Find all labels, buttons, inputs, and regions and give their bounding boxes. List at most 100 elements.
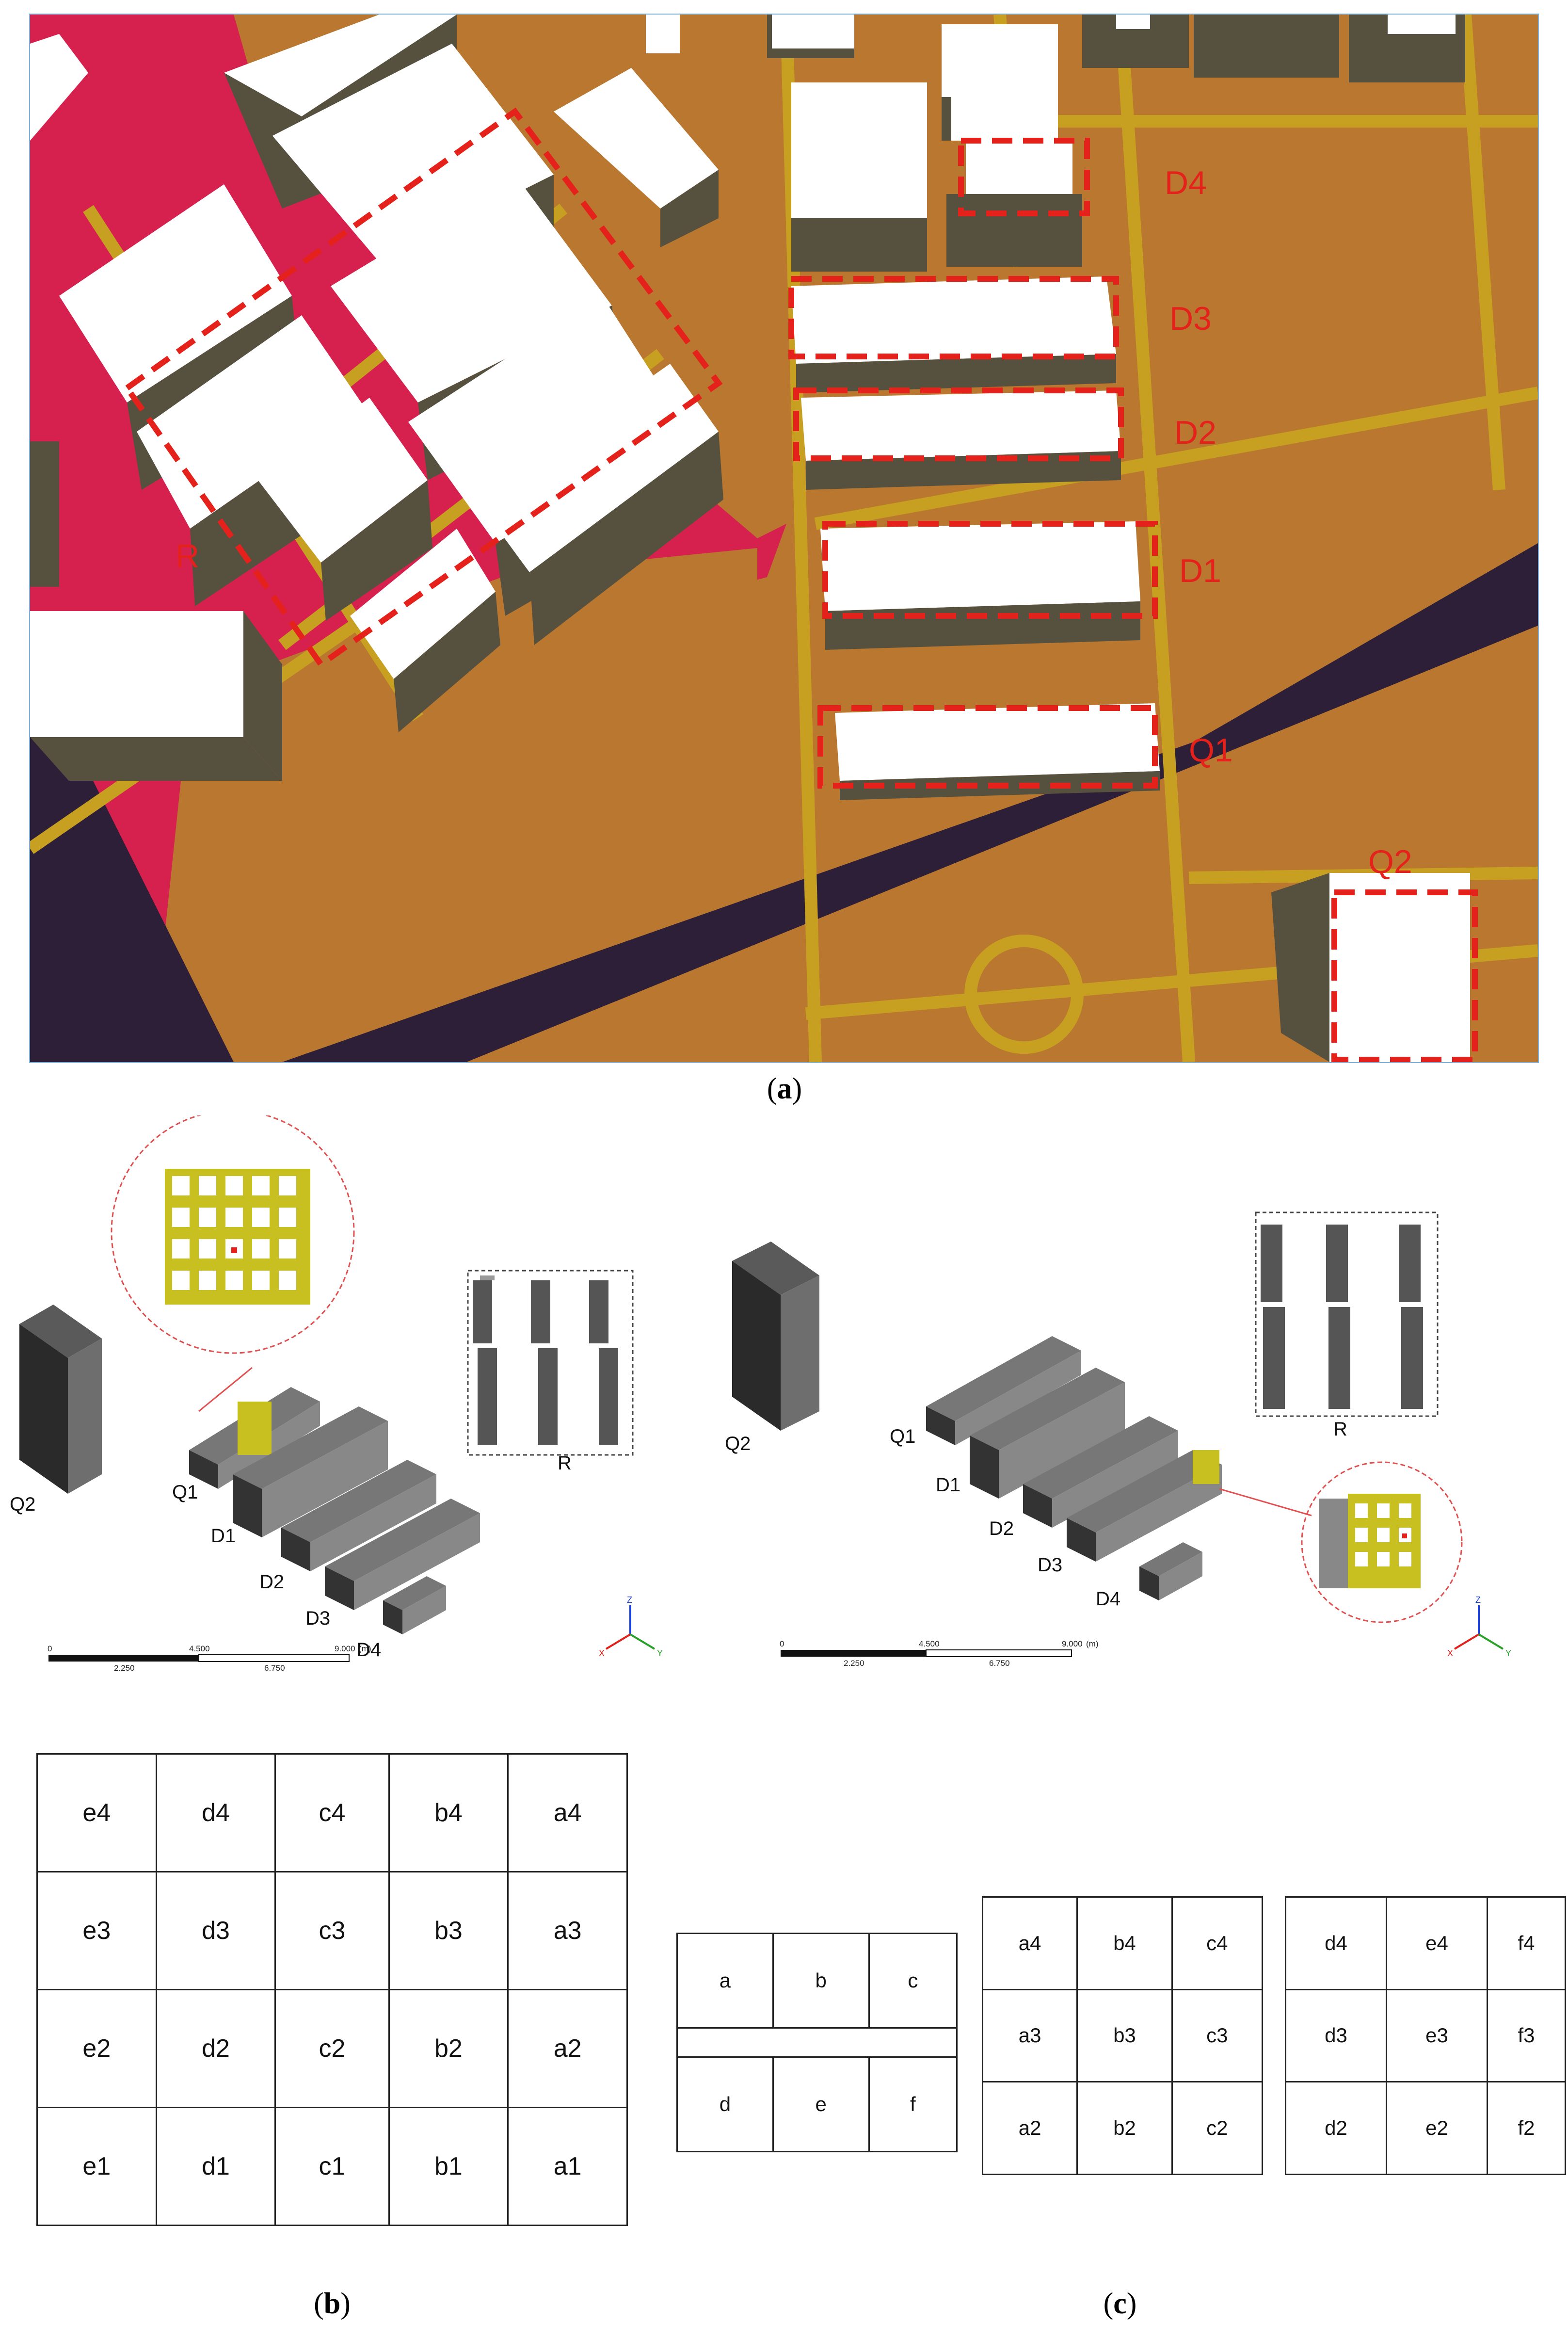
svg-text:4.500: 4.500 bbox=[189, 1644, 210, 1653]
r-group-box bbox=[1255, 1211, 1439, 1417]
zoom-leader bbox=[198, 1367, 253, 1412]
svg-text:2.250: 2.250 bbox=[114, 1663, 135, 1673]
grid-cell: e4 bbox=[36, 1753, 157, 1872]
grid-cell: a4 bbox=[981, 1896, 1078, 1990]
block-q2 bbox=[732, 1242, 819, 1431]
grid-cell: c3 bbox=[1171, 1988, 1264, 2083]
scale-bar: 0 4.500 9.000 (m) 2.250 6.750 bbox=[780, 1639, 1098, 1668]
grid-cell: f3 bbox=[1487, 1988, 1566, 2083]
r-group-blocks bbox=[1261, 1225, 1423, 1409]
grid-cell: b3 bbox=[1076, 1988, 1173, 2083]
label-q1: Q1 bbox=[890, 1426, 915, 1447]
grid-cell: e3 bbox=[36, 1871, 157, 1990]
grid-cell: b4 bbox=[388, 1753, 509, 1872]
buildings-d-cluster bbox=[646, 15, 1470, 1062]
key-cell: c bbox=[868, 1933, 958, 2029]
caption-c: (c) bbox=[1103, 2287, 1137, 2320]
grid-cell: c2 bbox=[1171, 2081, 1264, 2175]
key-cell: f bbox=[868, 2056, 958, 2152]
label-r: R bbox=[176, 538, 199, 575]
label-d2: D2 bbox=[1174, 414, 1216, 451]
grid-cell: c4 bbox=[274, 1753, 390, 1872]
svg-text:Y: Y bbox=[657, 1648, 663, 1658]
grid-cell: b2 bbox=[388, 1989, 509, 2108]
grid-cell: a3 bbox=[507, 1871, 628, 1990]
panel-a-aerial-view: D4 D3 D2 D1 Q1 Q2 R bbox=[30, 15, 1538, 1062]
caption-b: (b) bbox=[314, 2287, 351, 2320]
panel-b-model-left: Q2 Q1 D1 D2 D3 D4 R bbox=[10, 1115, 663, 1673]
axis-triad: Z X Y bbox=[599, 1595, 663, 1658]
label-d2: D2 bbox=[989, 1518, 1014, 1539]
label-d2: D2 bbox=[259, 1571, 284, 1593]
svg-text:Z: Z bbox=[627, 1595, 632, 1605]
svg-text:0: 0 bbox=[780, 1639, 784, 1648]
label-d3: D3 bbox=[1038, 1554, 1062, 1576]
grid-cell: b1 bbox=[388, 2107, 509, 2226]
block-d3 bbox=[325, 1499, 480, 1610]
block-d1 bbox=[233, 1406, 388, 1537]
block-d2 bbox=[1023, 1416, 1178, 1528]
label-r: R bbox=[558, 1452, 572, 1474]
svg-text:6.750: 6.750 bbox=[264, 1663, 285, 1673]
grid-cell: b2 bbox=[1076, 2081, 1173, 2175]
highlight-d1 bbox=[822, 521, 1158, 619]
label-r: R bbox=[1333, 1419, 1347, 1440]
key-cell: d bbox=[676, 2056, 774, 2152]
grid-cell: e4 bbox=[1386, 1896, 1488, 1990]
label-d4: D4 bbox=[1165, 164, 1207, 201]
panel-c-model-right: Q2 Q1 D1 D2 D3 D4 R bbox=[725, 1211, 1511, 1668]
facade-grid bbox=[165, 1169, 310, 1305]
scale-bar: 0 4.500 9.000 (m) 2.250 6.750 bbox=[48, 1644, 371, 1673]
svg-text:4.500: 4.500 bbox=[919, 1639, 940, 1648]
highway-left bbox=[30, 703, 234, 1062]
svg-text:Y: Y bbox=[1505, 1648, 1511, 1658]
caption-a: (a) bbox=[767, 1072, 802, 1105]
block-d3 bbox=[1067, 1450, 1222, 1562]
highlight-q1 bbox=[817, 705, 1158, 789]
block-q1 bbox=[926, 1336, 1081, 1445]
label-d1: D1 bbox=[211, 1525, 236, 1547]
grid-cell: d3 bbox=[155, 1871, 276, 1990]
block-q1 bbox=[189, 1387, 320, 1489]
grid-cell: a4 bbox=[507, 1753, 628, 1872]
block-d4 bbox=[383, 1576, 446, 1634]
grid-cell: c4 bbox=[1171, 1896, 1264, 1990]
svg-text:(m): (m) bbox=[359, 1644, 371, 1653]
svg-text:9.000: 9.000 bbox=[335, 1644, 355, 1653]
block-d4 bbox=[1139, 1542, 1202, 1600]
roundabout bbox=[964, 935, 1084, 1054]
label-d3: D3 bbox=[305, 1608, 330, 1629]
grid-cell: e2 bbox=[36, 1989, 157, 2108]
grid-cell: d2 bbox=[1285, 2081, 1387, 2175]
grid-cell: c3 bbox=[274, 1871, 390, 1990]
block-d1 bbox=[970, 1368, 1125, 1499]
svg-text:X: X bbox=[1447, 1648, 1453, 1658]
grid-cell: a3 bbox=[981, 1988, 1078, 2083]
svg-text:X: X bbox=[599, 1648, 605, 1658]
svg-text:2.250: 2.250 bbox=[844, 1659, 864, 1668]
grid-cell: a2 bbox=[981, 2081, 1078, 2175]
grid-cell: b3 bbox=[388, 1871, 509, 1990]
label-q1: Q1 bbox=[172, 1482, 198, 1503]
key-cell: a bbox=[676, 1933, 774, 2029]
grid-cell: d2 bbox=[155, 1989, 276, 2108]
label-d1: D1 bbox=[1179, 552, 1221, 589]
grid-cell: b4 bbox=[1076, 1896, 1173, 1990]
label-q2: Q2 bbox=[1368, 843, 1412, 880]
grid-cell: e1 bbox=[36, 2107, 157, 2226]
grid-cell: d3 bbox=[1285, 1988, 1387, 2083]
highlight-boxes bbox=[123, 107, 1478, 1062]
svg-text:0: 0 bbox=[48, 1644, 52, 1653]
zoom-leader bbox=[1219, 1488, 1312, 1517]
key-cell: e bbox=[772, 2056, 870, 2152]
label-q2: Q2 bbox=[10, 1494, 35, 1515]
grid-cell: f2 bbox=[1487, 2081, 1566, 2175]
label-q1: Q1 bbox=[1189, 732, 1233, 769]
block-d2 bbox=[281, 1460, 436, 1571]
grid-cell: a2 bbox=[507, 1989, 628, 2108]
grid-cell: d4 bbox=[155, 1753, 276, 1872]
key-cell: b bbox=[772, 1933, 870, 2029]
